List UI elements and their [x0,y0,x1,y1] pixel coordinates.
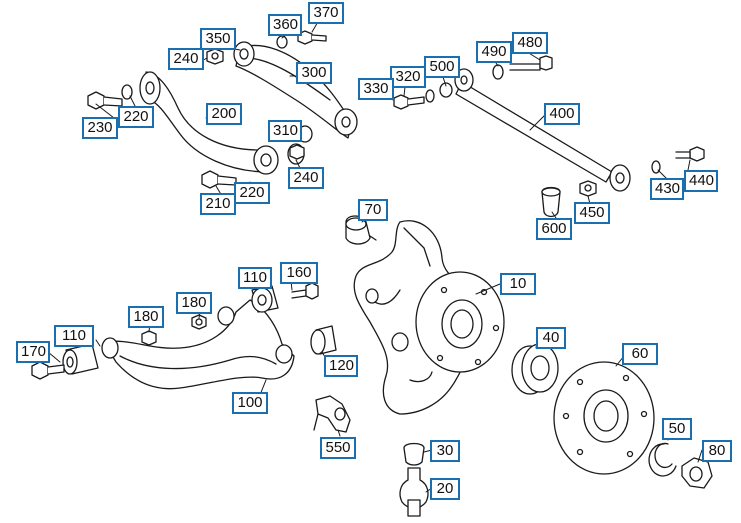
lower-control-arm-100 [101,299,295,390]
callout-part-370[interactable]: 370 [308,2,344,24]
nut-450 [579,180,597,197]
callout-part-430[interactable]: 430 [650,178,684,200]
bolt-160 [291,282,319,300]
callout-part-300[interactable]: 300 [296,62,332,84]
callout-part-310[interactable]: 310 [268,120,302,142]
mount-70 [345,215,377,245]
callout-part-550[interactable]: 550 [320,437,356,459]
bolt-330 [393,82,453,110]
callout-part-490[interactable]: 490 [476,41,512,63]
callout-part-400[interactable]: 400 [544,103,580,125]
nuts-180 [141,314,207,346]
bump-stop-600 [541,186,561,218]
bushing-110-right [251,285,279,313]
callout-part-480[interactable]: 480 [512,32,548,54]
callout-part-10[interactable]: 10 [500,273,536,295]
callout-part-230[interactable]: 230 [82,117,118,139]
callout-part-70[interactable]: 70 [358,199,388,221]
bushing-110-left [62,343,99,375]
callout-part-40[interactable]: 40 [536,327,566,349]
callout-part-180-right[interactable]: 180 [176,292,212,314]
callout-part-60[interactable]: 60 [622,343,658,365]
upper-control-arm-300 [233,41,358,139]
callout-part-180-left[interactable]: 180 [128,306,164,328]
bracket-550 [313,395,351,433]
callout-part-30[interactable]: 30 [430,440,460,462]
bushing-120 [310,325,337,355]
hub-flange-60 [553,361,655,475]
boot-30 [403,442,425,466]
callout-part-240-top[interactable]: 240 [168,48,204,70]
callout-part-20[interactable]: 20 [430,478,460,500]
bolt-230 [87,91,123,110]
callout-part-200[interactable]: 200 [206,103,242,125]
callout-part-240-bottom[interactable]: 240 [288,167,324,189]
callout-part-360[interactable]: 360 [268,14,302,36]
callout-part-220-bottom[interactable]: 220 [234,182,270,204]
callout-part-350[interactable]: 350 [200,28,236,50]
callout-part-160[interactable]: 160 [280,262,318,284]
bolt-210 [201,170,237,189]
callout-part-440[interactable]: 440 [684,170,718,192]
circlip-50 [648,442,677,477]
callout-part-120[interactable]: 120 [324,355,358,377]
callout-part-110-right[interactable]: 110 [238,267,272,289]
callout-part-600[interactable]: 600 [536,218,572,240]
axle-nut-80 [681,457,713,489]
callout-part-320[interactable]: 320 [390,66,426,88]
callout-part-50[interactable]: 50 [662,418,692,440]
callout-part-450[interactable]: 450 [574,202,610,224]
bolt-170 [31,361,65,380]
callout-part-330[interactable]: 330 [358,78,394,100]
bolt-440 [651,146,705,174]
ball-joint-20 [399,467,429,517]
callout-part-80[interactable]: 80 [702,440,732,462]
callout-part-110-left[interactable]: 110 [54,325,94,347]
callout-part-100[interactable]: 100 [232,392,268,414]
control-arm-200 [139,71,279,175]
nuts-240 [206,48,305,160]
callout-part-210[interactable]: 210 [200,193,236,215]
hub-10 [415,271,505,373]
bearing-40 [511,343,559,395]
bolt-480 [492,55,553,80]
callout-part-220-top[interactable]: 220 [118,106,154,128]
callout-part-500[interactable]: 500 [424,56,460,78]
tie-rod-400 [454,68,631,192]
callout-part-170[interactable]: 170 [16,341,50,363]
